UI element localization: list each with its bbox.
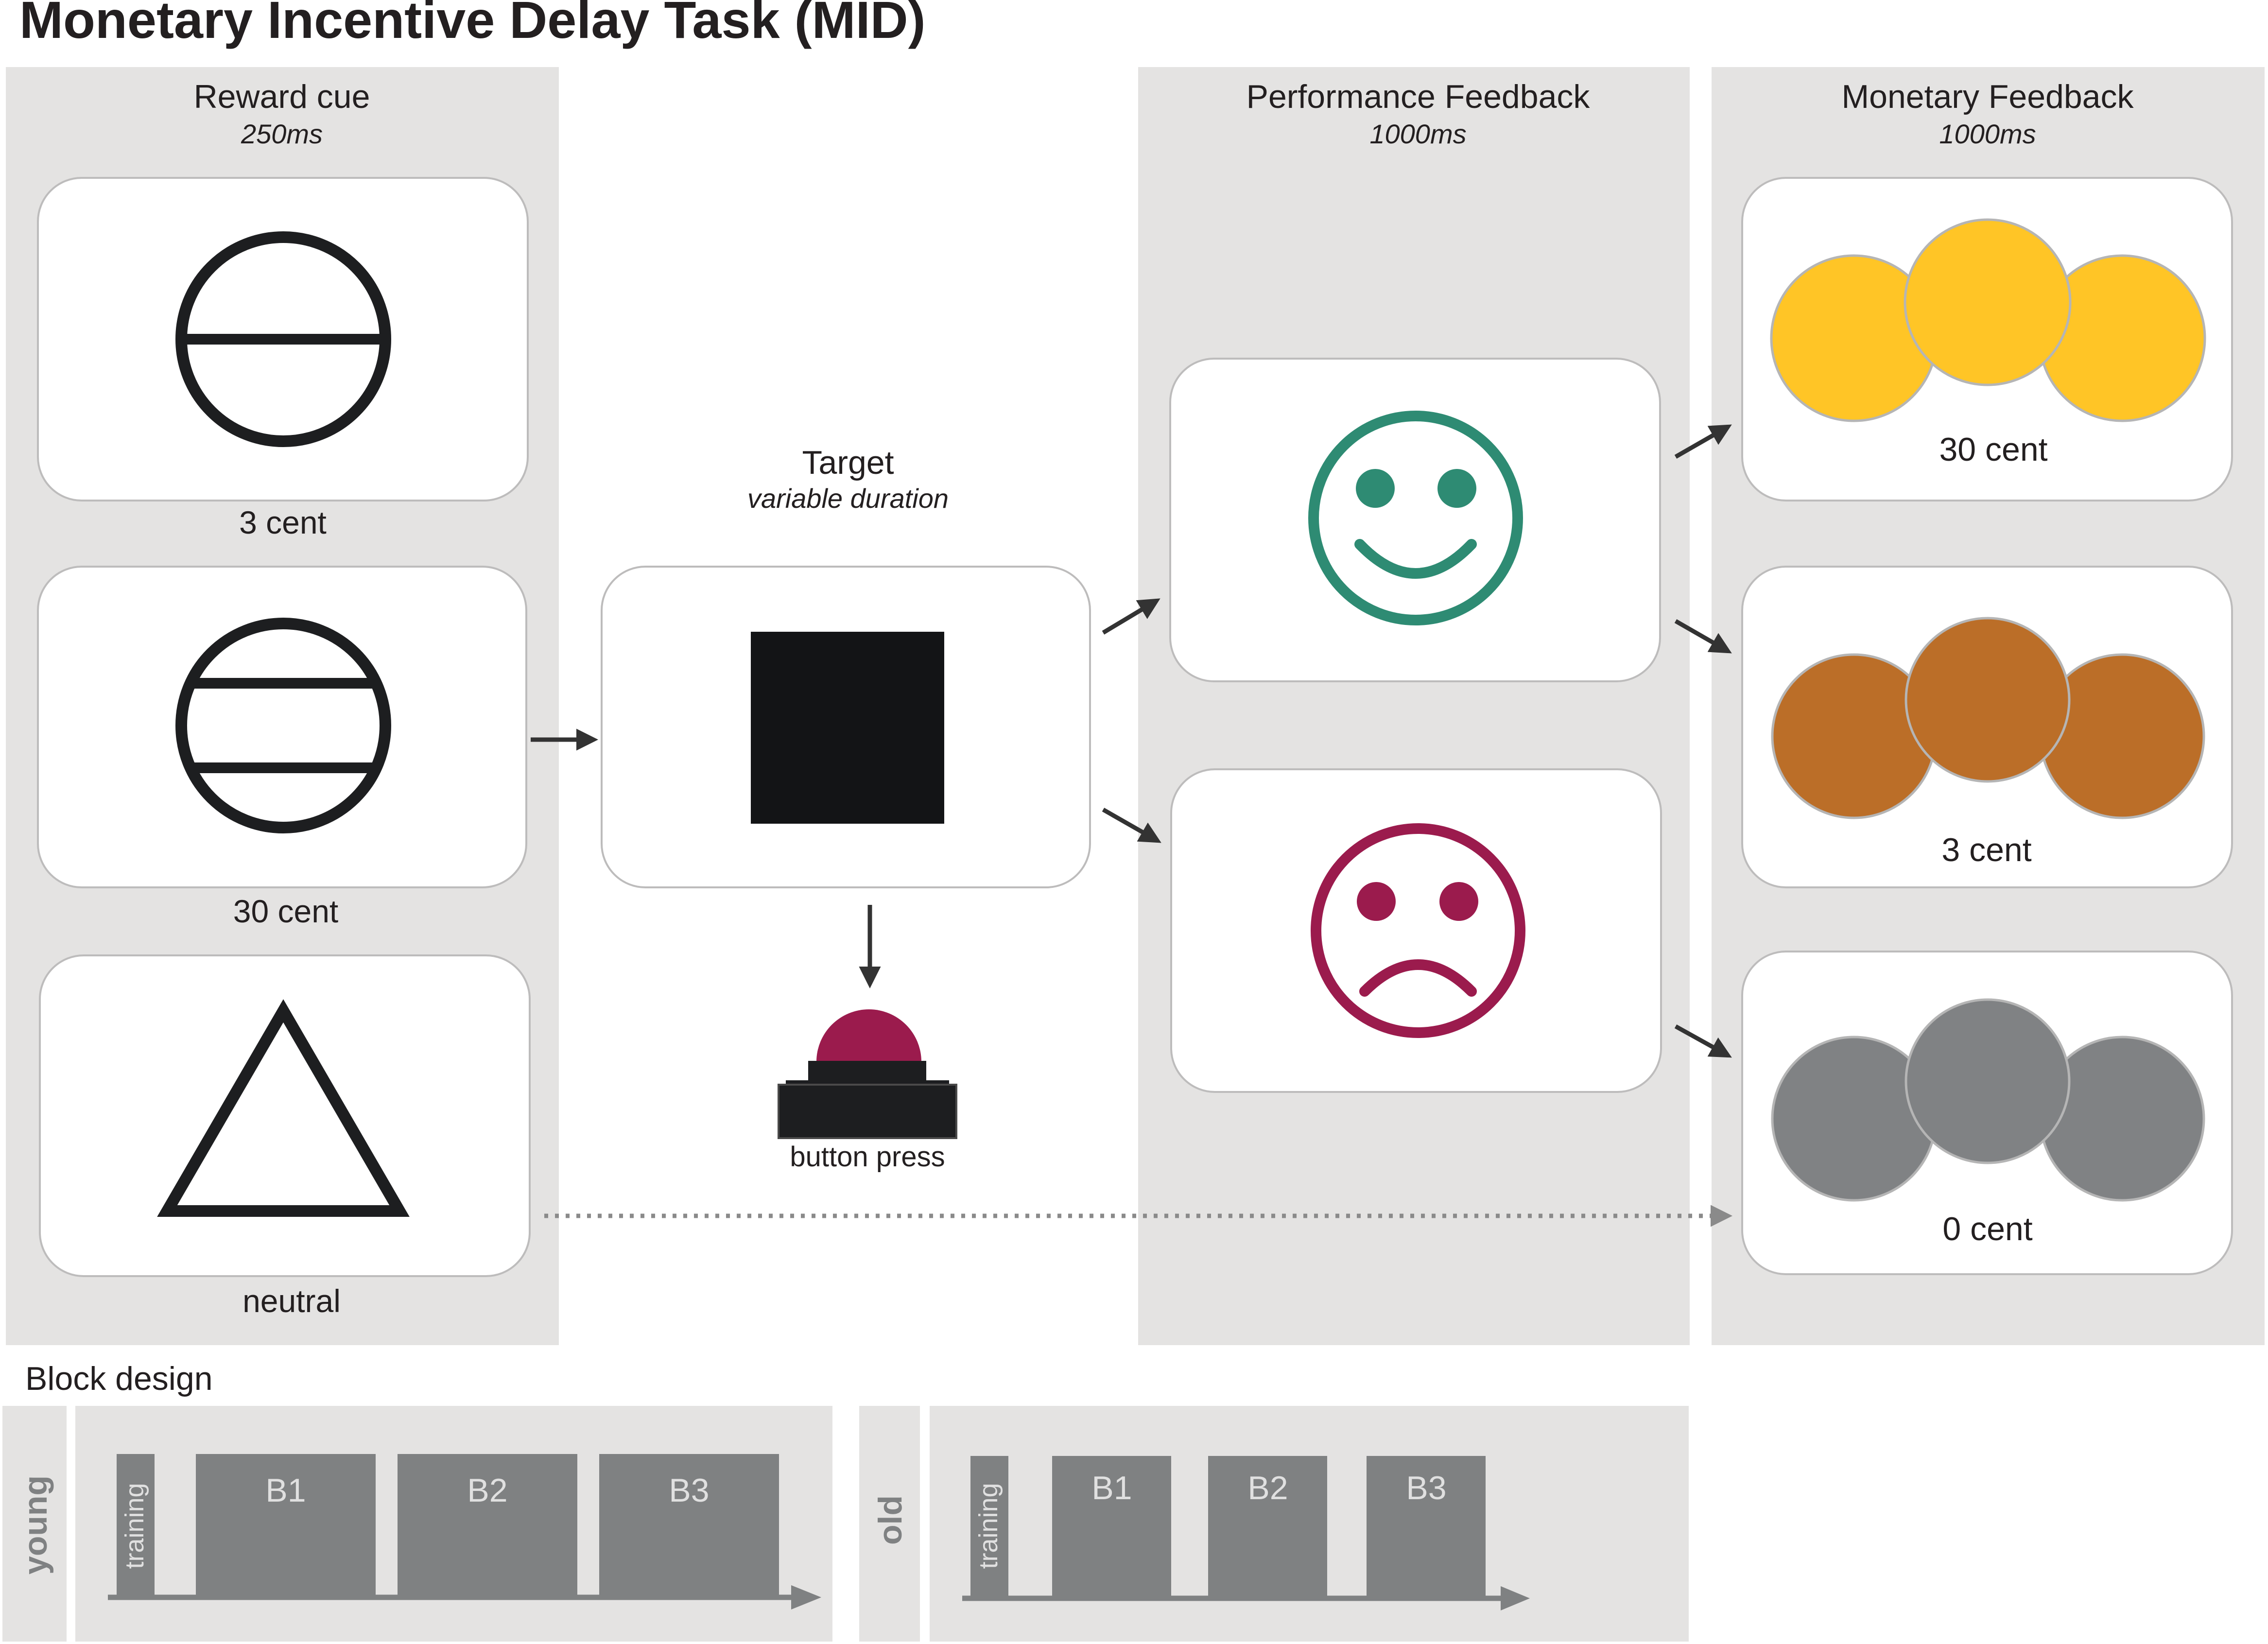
feedback-card-sad xyxy=(1170,768,1662,1093)
block-b1-young xyxy=(196,1454,376,1597)
arrow-target-to-happy xyxy=(1102,598,1160,635)
gray-coins-icon xyxy=(1771,998,2205,1202)
group-label-old: old xyxy=(872,1495,909,1545)
training-block-young xyxy=(117,1454,155,1597)
group-label-box-old xyxy=(859,1406,920,1642)
money-card-30-cent xyxy=(1741,177,2233,502)
triangle-icon xyxy=(157,999,410,1217)
circle-two-bars-icon xyxy=(175,618,391,833)
reward-cue-heading: Reward cue xyxy=(194,78,370,115)
figure-title: Monetary Incentive Delay Task (MID) xyxy=(19,0,926,49)
block-label-b3-young: B3 xyxy=(669,1472,709,1509)
target-card xyxy=(601,566,1091,888)
block-design-heading: Block design xyxy=(25,1360,213,1397)
cue-card-3-cent xyxy=(37,177,529,502)
target-duration: variable duration xyxy=(747,483,949,514)
reward-cue-duration: 250ms xyxy=(241,119,323,149)
arrow-sad-to-0-cent xyxy=(1674,1024,1732,1058)
training-label-old: training xyxy=(974,1483,1003,1569)
cue-label-30-cent: 30 cent xyxy=(233,893,339,929)
block-label-b2-old: B2 xyxy=(1247,1470,1288,1506)
cue-label-3-cent: 3 cent xyxy=(239,504,327,540)
cue-card-30-cent xyxy=(37,566,527,888)
money-card-0-cent xyxy=(1741,951,2233,1275)
button-icon xyxy=(778,1009,957,1139)
block-b3-young xyxy=(599,1454,779,1597)
money-label-0-cent: 0 cent xyxy=(1942,1211,2032,1247)
block-label-b2-young: B2 xyxy=(467,1472,507,1509)
block-b2-young xyxy=(398,1454,577,1597)
block-b3-old xyxy=(1367,1456,1486,1598)
block-label-b1-young: B1 xyxy=(265,1472,306,1509)
arrow-target-to-sad xyxy=(1102,808,1161,843)
group-label-young: young xyxy=(17,1475,54,1575)
performance-feedback-heading: Performance Feedback xyxy=(1247,78,1591,115)
cue-card-neutral xyxy=(39,954,531,1277)
block-design-old: old training B1 B2 B3 xyxy=(859,1406,1689,1642)
smiley-sad-icon xyxy=(1311,823,1525,1038)
training-label-young: training xyxy=(120,1483,149,1569)
monetary-feedback-heading: Monetary Feedback xyxy=(1842,78,2134,115)
arrows xyxy=(531,424,1732,1058)
bronze-coins-icon xyxy=(1771,617,2205,819)
block-design-young: young training B1 B2 B3 xyxy=(2,1406,832,1642)
target-heading: Target xyxy=(802,444,894,481)
money-label-30-cent: 30 cent xyxy=(1939,431,2047,468)
black-square-icon xyxy=(751,632,944,824)
cue-label-neutral: neutral xyxy=(242,1283,341,1319)
block-label-b1-old: B1 xyxy=(1091,1470,1132,1506)
button-press-label: button press xyxy=(790,1141,945,1173)
money-label-3-cent: 3 cent xyxy=(1941,831,2031,868)
block-label-b3-old: B3 xyxy=(1406,1470,1446,1506)
money-card-3-cent xyxy=(1741,566,2233,888)
timeline-arrowhead-old xyxy=(1501,1586,1530,1610)
monetary-feedback-duration: 1000ms xyxy=(1939,119,2036,149)
arrow-happy-to-30-cent xyxy=(1674,424,1732,459)
gold-coins-icon xyxy=(1770,218,2206,422)
arrow-happy-to-3-cent xyxy=(1674,619,1732,654)
block-b2-old xyxy=(1208,1456,1327,1598)
smiley-happy-icon xyxy=(1308,411,1523,625)
performance-feedback-duration: 1000ms xyxy=(1369,119,1466,149)
training-block-old xyxy=(970,1456,1008,1598)
group-label-box-young xyxy=(2,1406,67,1642)
feedback-card-happy xyxy=(1169,358,1661,682)
performance-feedback-panel xyxy=(1138,67,1690,1345)
block-b1-old xyxy=(1052,1456,1171,1598)
timeline-arrowhead-young xyxy=(791,1585,821,1609)
circle-one-bar-icon xyxy=(175,231,391,447)
